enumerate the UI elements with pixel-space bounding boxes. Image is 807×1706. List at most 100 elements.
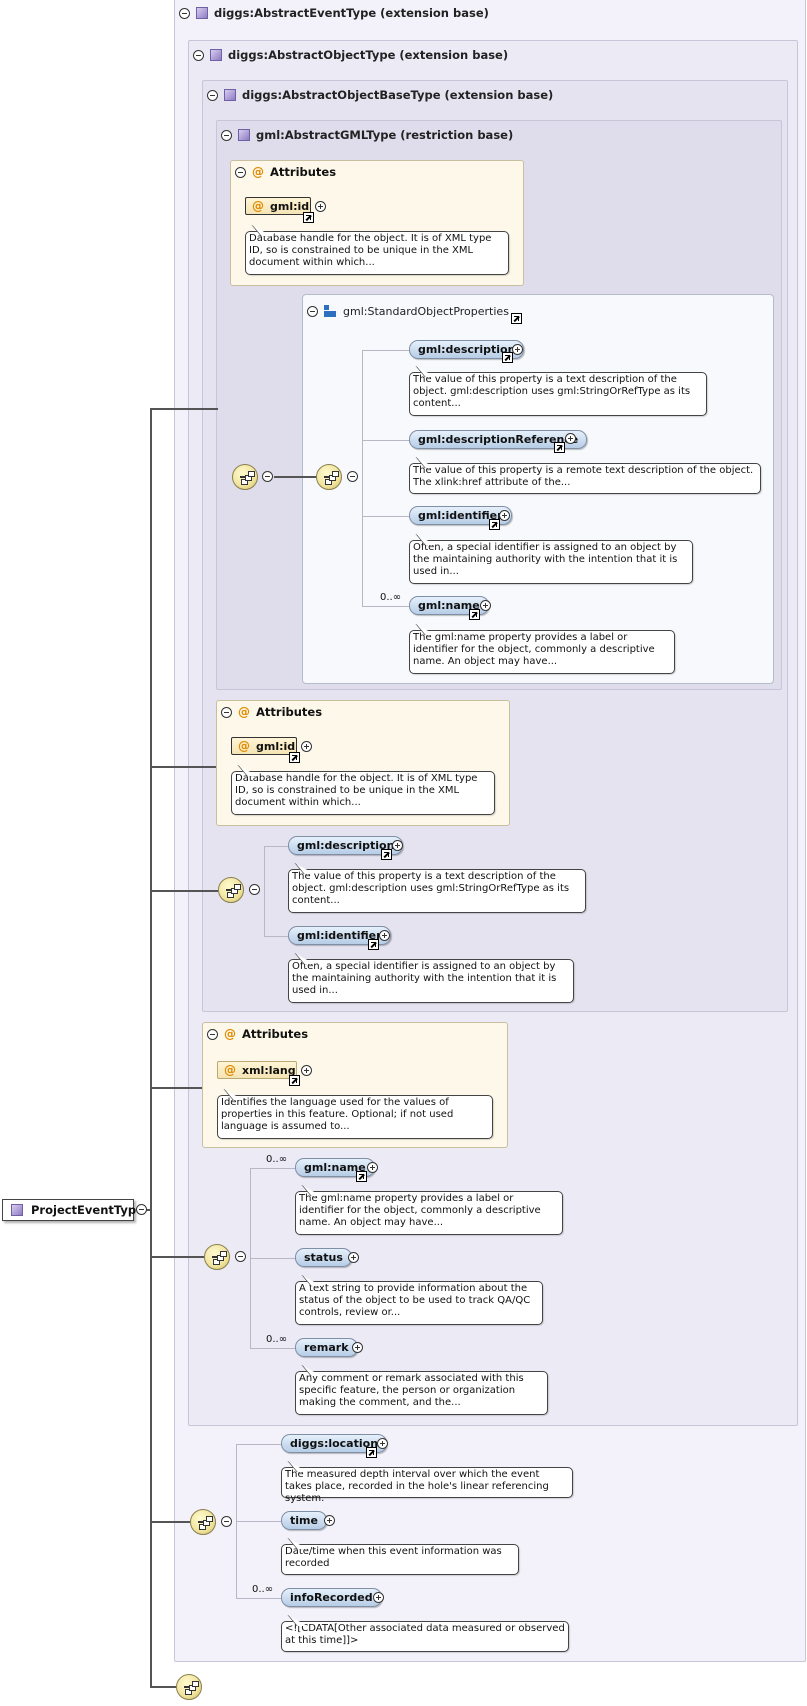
collapse-toggle-icon[interactable] [221,1516,232,1527]
attributes-label: Attributes [242,1027,309,1041]
collapse-toggle-icon[interactable] [136,1204,147,1215]
connector-line [250,1168,296,1169]
sequence-compositor-2[interactable] [218,877,244,903]
attributes-header[interactable]: @ Attributes [221,705,322,719]
reference-arrow-icon[interactable] [381,849,392,860]
group-header[interactable]: gml:StandardObjectProperties [307,301,509,321]
collapse-toggle-icon[interactable] [207,1028,218,1040]
reference-arrow-icon[interactable] [289,1075,300,1086]
reference-arrow-icon[interactable] [289,752,300,763]
attribute-gml-id[interactable]: @ gml:id [245,197,311,215]
collapse-toggle-icon[interactable] [179,7,190,19]
element-documentation: A text string to provide information abo… [295,1281,543,1325]
expand-plus-icon[interactable] [348,1252,359,1263]
collapse-toggle-icon[interactable] [235,1251,246,1262]
collapse-toggle-icon[interactable] [262,471,273,482]
expand-plus-icon[interactable] [301,741,312,752]
attribute-gml-id[interactable]: @ gml:id [231,737,297,755]
reference-arrow-icon[interactable] [303,212,314,223]
expand-plus-icon[interactable] [512,344,523,355]
abstract-gml-type-header[interactable]: gml:AbstractGMLType (restriction base) [221,125,513,145]
attribute-xml-lang[interactable]: @ xml:lang [217,1061,297,1079]
complex-type-icon [224,89,236,101]
expand-plus-icon[interactable] [367,1162,378,1173]
connector-line [362,516,410,517]
abstract-object-type-label: diggs:AbstractObjectType (extension base… [228,48,509,62]
expand-plus-icon[interactable] [565,433,576,444]
expand-plus-icon[interactable] [379,930,390,941]
element-status[interactable]: status [295,1248,352,1267]
reference-arrow-icon[interactable] [368,939,379,950]
abstract-object-base-type-label: diggs:AbstractObjectBaseType (extension … [242,88,554,102]
connector-line [236,1444,282,1445]
attribute-name: xml:lang [242,1063,296,1077]
attribute-icon: @ [224,1027,236,1041]
element-gml-identifier[interactable]: gml:identifier [288,926,391,945]
element-info-recorded[interactable]: infoRecorded [281,1588,382,1607]
connector-line [264,846,289,847]
expand-plus-icon[interactable] [480,600,491,611]
reference-arrow-icon[interactable] [489,519,500,530]
connector-line [150,408,218,410]
reference-arrow-icon[interactable] [469,609,480,620]
sequence-compositor-4[interactable] [190,1509,216,1535]
element-gml-description[interactable]: gml:description [409,340,525,359]
expand-plus-icon[interactable] [499,510,510,521]
collapse-toggle-icon[interactable] [347,471,358,482]
element-documentation: The gml:name property provides a label o… [409,630,675,674]
reference-arrow-icon[interactable] [511,313,522,324]
expand-plus-icon[interactable] [373,1592,384,1603]
element-time[interactable]: time [281,1511,327,1530]
expand-plus-icon[interactable] [352,1342,363,1353]
collapse-toggle-icon[interactable] [193,49,204,61]
collapse-toggle-icon[interactable] [221,706,232,718]
sequence-compositor-root[interactable] [176,1674,202,1700]
collapse-toggle-icon[interactable] [249,884,260,895]
attributes-group-2: @ Attributes @ gml:id Database handle fo… [216,700,510,826]
expand-plus-icon[interactable] [315,201,326,212]
element-gml-description-reference[interactable]: gml:descriptionReference [409,430,588,449]
collapse-toggle-icon[interactable] [207,89,218,101]
connector-line [274,476,318,478]
expand-plus-icon[interactable] [392,840,403,851]
expand-plus-icon[interactable] [324,1515,335,1526]
connector-line [264,846,265,936]
element-remark[interactable]: remark [295,1338,358,1357]
element-documentation: Date/time when this event information wa… [281,1544,519,1575]
element-diggs-location[interactable]: diggs:location [281,1434,388,1453]
expand-plus-icon[interactable] [377,1438,388,1449]
root-type-box[interactable]: ProjectEventType [2,1199,144,1221]
complex-type-icon [210,49,222,61]
connector-line [250,1258,296,1259]
reference-arrow-icon[interactable] [356,1171,367,1182]
group-icon [324,304,337,318]
element-gml-name[interactable]: gml:name [295,1158,375,1177]
attributes-label: Attributes [256,705,323,719]
abstract-object-base-type-header[interactable]: diggs:AbstractObjectBaseType (extension … [207,85,553,105]
connector-line [236,1598,282,1599]
sequence-compositor-1[interactable] [232,464,258,490]
abstract-event-type-header[interactable]: diggs:AbstractEventType (extension base) [179,3,489,23]
reference-arrow-icon[interactable] [502,352,513,363]
element-gml-identifier[interactable]: gml:identifier [409,506,512,525]
connector-line [150,408,152,1688]
element-gml-description[interactable]: gml:description [288,836,404,855]
attribute-icon: @ [252,199,264,213]
connector-line [264,936,289,937]
reference-arrow-icon[interactable] [554,442,565,453]
collapse-toggle-icon[interactable] [221,129,232,141]
collapse-toggle-icon[interactable] [307,305,318,317]
element-documentation: Often, a special identifier is assigned … [409,540,693,584]
expand-plus-icon[interactable] [301,1065,312,1076]
attribute-icon: @ [238,739,250,753]
sequence-compositor-group[interactable] [316,464,342,490]
element-documentation: The value of this property is a remote t… [409,463,761,494]
collapse-toggle-icon[interactable] [235,166,246,178]
reference-arrow-icon[interactable] [366,1447,377,1458]
abstract-object-type-header[interactable]: diggs:AbstractObjectType (extension base… [193,45,508,65]
attribute-documentation: Database handle for the object. It is of… [231,771,495,815]
attributes-header[interactable]: @ Attributes [235,165,336,179]
attributes-header[interactable]: @ Attributes [207,1027,308,1041]
sequence-compositor-3[interactable] [204,1244,230,1270]
connector-line [362,350,363,606]
